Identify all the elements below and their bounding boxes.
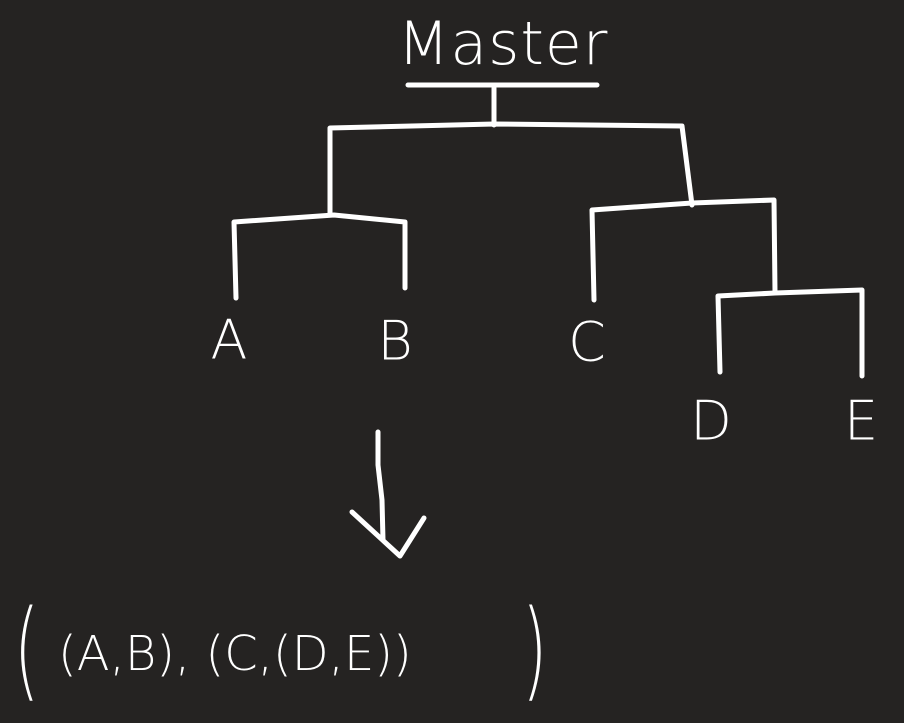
leaf-label-d: D [690, 389, 732, 453]
de-bracket [715, 287, 865, 379]
right-bracket [589, 197, 778, 303]
leaf-label-c: C [568, 310, 606, 374]
leaf-label-e: E [843, 389, 879, 453]
left-bracket [231, 212, 408, 301]
root-label-master: Master [397, 9, 609, 79]
top-bracket [327, 121, 695, 218]
down-arrow [349, 429, 427, 559]
result-open-paren: ( [14, 587, 40, 713]
leaf-label-a: A [210, 308, 248, 372]
leaf-label-b: B [377, 309, 413, 373]
result-close-paren: ) [522, 587, 548, 713]
result-expression: (A,B), (C,(D,E)) [58, 626, 412, 682]
